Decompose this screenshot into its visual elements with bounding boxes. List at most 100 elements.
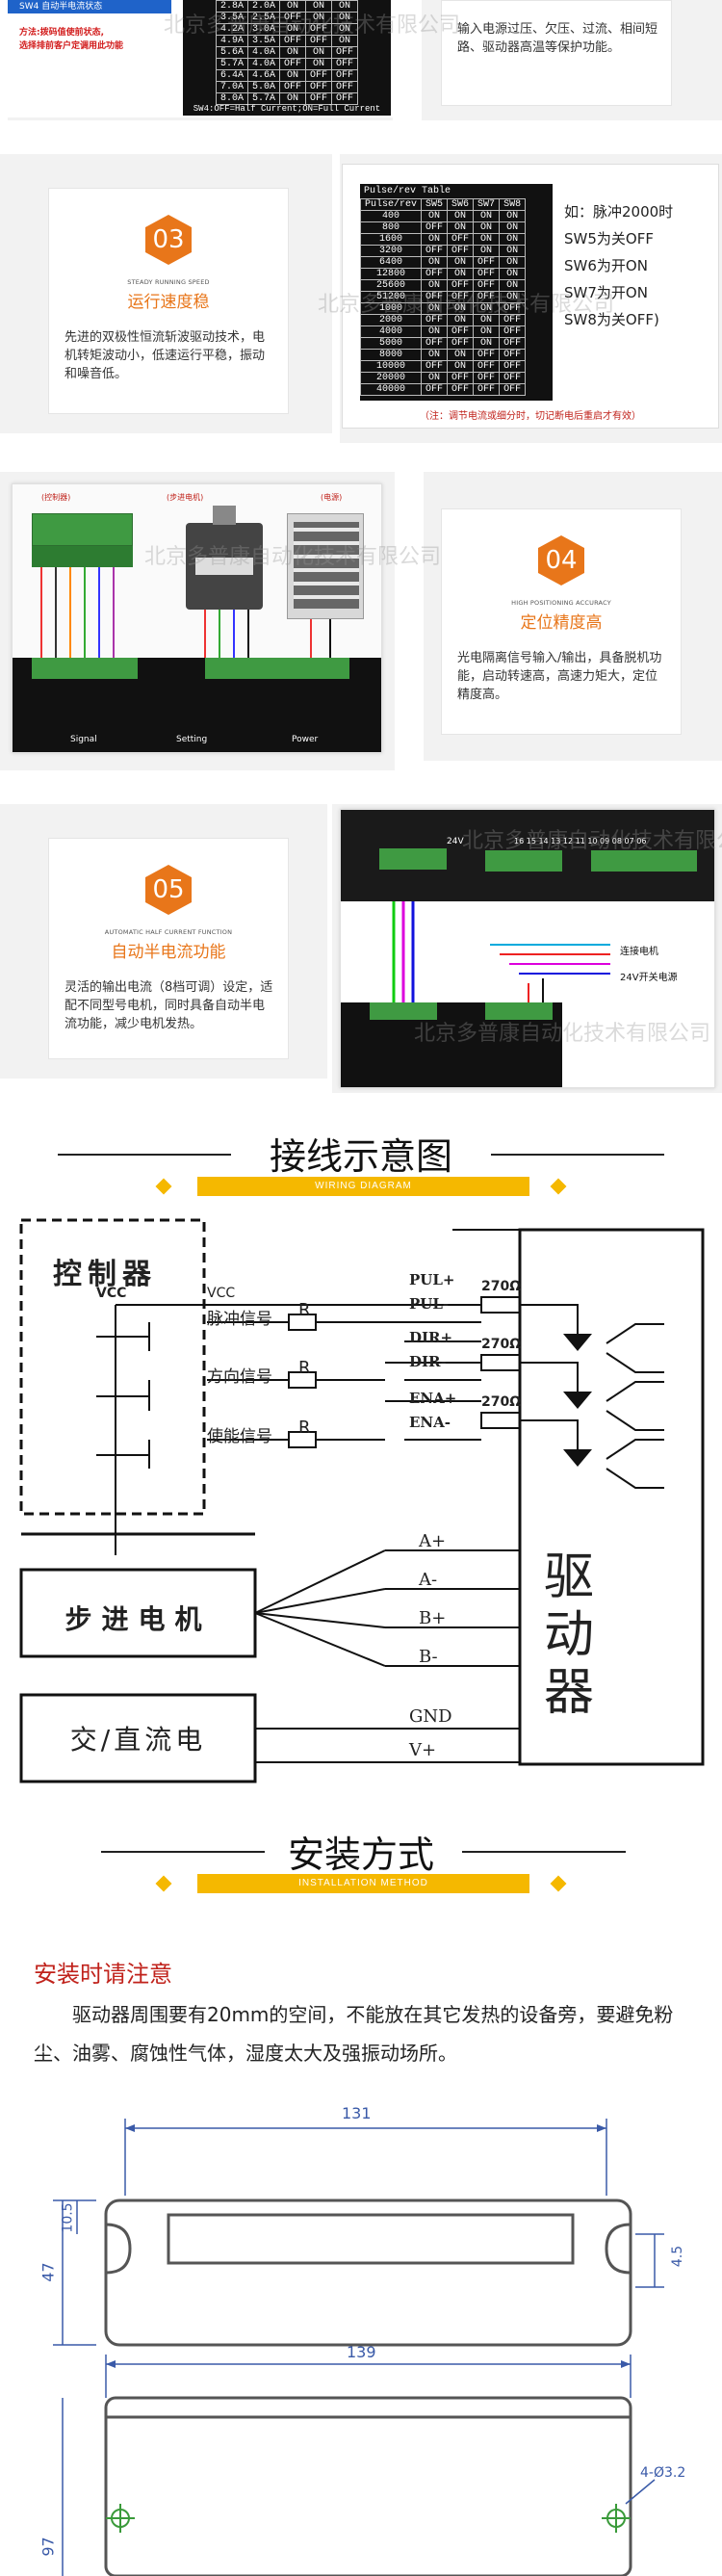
motor-image (186, 506, 263, 610)
driver-terminal-label: DIR- (409, 1353, 447, 1370)
current-table-cell: ON (331, 35, 359, 47)
pulse-table-cell: 6400 (359, 256, 423, 269)
current-table-cell: 4.6A (246, 69, 280, 82)
feature-04-card: 04 HIGH POSITIONING ACCURACY 定位精度高 光电隔离信… (441, 508, 682, 735)
current-note-2: 选择排前客户定调用此功能 (19, 41, 124, 51)
motor-terminal-label: A+ (419, 1531, 447, 1551)
current-table-cell: ON (304, 58, 333, 70)
pulse-table-cell: 20000 (359, 372, 423, 384)
pulse-table-cell: ON (447, 314, 475, 326)
current-table-cell: OFF (278, 58, 307, 70)
pulse-note: （注：调节电流或细分时，切记断电后重启才有效） (420, 411, 641, 422)
feature-04-badge: 04 (534, 533, 588, 587)
current-table-header: SW4 自动半电流状态 (8, 0, 171, 13)
install-title-line-right (462, 1851, 626, 1853)
dim-h1: 47 (39, 2262, 58, 2282)
pulse-table-cell: 25600 (359, 279, 423, 292)
pulse-table-cell: ON (499, 221, 527, 234)
pulse-table-cell: OFF (473, 349, 501, 361)
current-table-cell: 5.7A (246, 92, 280, 105)
driver-terminal-label: ENA- (409, 1414, 451, 1431)
pulse-table-cell: OFF (473, 383, 501, 396)
driver-photo-panel: 24V 16 15 14 13 12 11 10 09 08 07 06 连接电… (332, 804, 722, 1093)
wiring-diamond-right (550, 1178, 567, 1195)
protection-card: 输入电源过压、欠压、过流、相间短路、驱动器高温等保护功能。 (441, 0, 672, 106)
current-table-cell: 4.0A (246, 46, 280, 59)
pulse-table-cell: OFF (499, 383, 527, 396)
wiring-photo-panel: (控制器) (步进电机) (电源) Signal Setting Power (0, 472, 395, 770)
current-table-cell: ON (331, 12, 359, 24)
current-table-cell: OFF (304, 92, 333, 105)
install-diamond-left (155, 1875, 172, 1892)
feature-05-en: AUTOMATIC HALF CURRENT FUNCTION (104, 928, 233, 936)
hexagon-icon (145, 865, 192, 915)
hexagon-icon (538, 535, 584, 585)
current-table-cell: ON (331, 0, 359, 13)
pulse-table-cell: ON (499, 210, 527, 222)
pulse-table-cell: 5000 (359, 337, 423, 350)
pulse-example-line: SW6为开ON (564, 257, 648, 274)
pulse-label: 脉冲信号 (207, 1310, 272, 1329)
wiring-lines (40, 567, 331, 658)
install-title-line-left (101, 1851, 265, 1853)
driver-terminal-label: ENA+ (409, 1390, 457, 1407)
current-table-cell: 3.5A (215, 12, 248, 24)
pulse-example-line: SW8为关OFF) (564, 311, 659, 328)
current-table-cell: 6.4A (215, 69, 248, 82)
ena-label: 使能信号 (207, 1427, 272, 1446)
feature-03-number: 03 (152, 225, 185, 254)
pulse-table-cell: OFF (499, 349, 527, 361)
pulse-table-cell: OFF (421, 221, 449, 234)
pulse-table-cell: ON (447, 256, 475, 269)
install-paragraph: 驱动器周围要有20mm的空间，不能放在其它发热的设备旁，要避免粉尘、油雾、腐蚀性… (34, 2003, 674, 2065)
pulse-table-cell: OFF (499, 337, 527, 350)
driver-photo: 24V 16 15 14 13 12 11 10 09 08 07 06 连接电… (340, 809, 715, 1088)
pulse-table-cell: OFF (473, 372, 501, 384)
current-table-cell: ON (278, 92, 307, 105)
feature-04-en: HIGH POSITIONING ACCURACY (511, 599, 611, 607)
driver-label-char: 驱 (544, 1548, 595, 1606)
current-note-1: 方法:拨码值使前状态, (19, 28, 105, 38)
install-title: 安装方式 (287, 1834, 434, 1876)
feature-03-card: 03 STEADY RUNNING SPEED 运行速度稳 先进的双极性恒流斩波… (48, 188, 289, 414)
current-table-cell: OFF (278, 12, 307, 24)
driver-label-char: 动 (544, 1606, 595, 1664)
pulse-table-cell: ON (421, 349, 449, 361)
pulse-table-cell: ON (473, 233, 501, 246)
dim-h4: 97 (39, 2537, 58, 2557)
driver-bottom-board (341, 1002, 562, 1087)
current-table-cell: 3.5A (246, 35, 280, 47)
wiring-diamond-left (155, 1178, 172, 1195)
pulse-table-cell: ON (499, 279, 527, 292)
board-signal-label: Signal (70, 735, 97, 744)
current-table-cell: ON (278, 69, 307, 82)
feature-05-number: 05 (152, 875, 185, 904)
pulse-table-cell: ON (447, 349, 475, 361)
r-label-3: R (298, 1418, 311, 1438)
label-controller: (控制器) (41, 493, 71, 502)
pulse-table-col-header: SW7 (473, 198, 501, 211)
dim-w2: 139 (347, 2343, 376, 2361)
dir-label: 方向信号 (207, 1367, 272, 1387)
pulse-table-cell: ON (421, 325, 449, 338)
top-right-panel: 输入电源过压、欠压、过流、相间短路、驱动器高温等保护功能。 (422, 0, 722, 120)
protection-desc: 输入电源过压、欠压、过流、相间短路、驱动器高温等保护功能。 (457, 22, 658, 55)
wiring-title-line-left (58, 1154, 231, 1156)
current-table-cell: OFF (278, 35, 307, 47)
pulse-table-col-header: SW8 (499, 198, 527, 211)
current-table-cell: 2.0A (246, 0, 280, 13)
current-table-cell: OFF (331, 58, 359, 70)
current-table-footer: SW4:OFF=Half Current;ON=Full Current (193, 104, 381, 114)
driver-label-char: 器 (544, 1664, 595, 1722)
